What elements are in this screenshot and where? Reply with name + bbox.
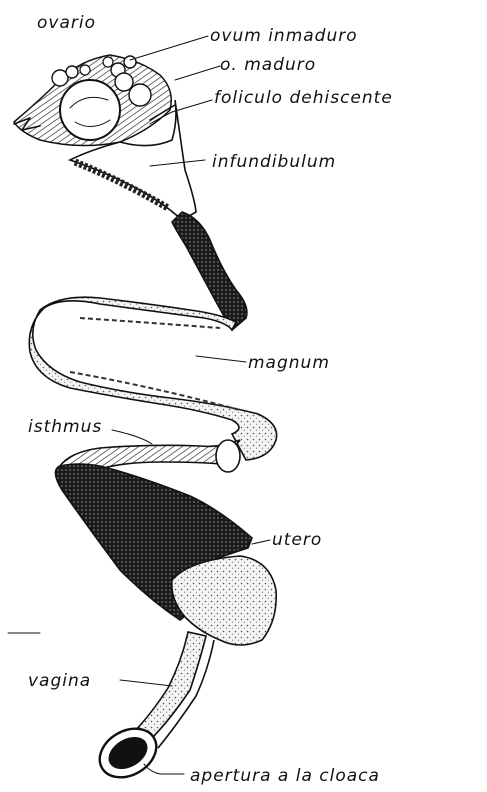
immature-ovum (129, 84, 151, 106)
label-ovum-inmaduro: ovum inmaduro (210, 26, 358, 46)
immature-ovum (115, 73, 133, 91)
immature-ovum (80, 65, 90, 75)
label-ovario: ovario (37, 13, 96, 33)
label-vagina: vagina (28, 671, 91, 691)
label-infundibulum: infundibulum (212, 152, 336, 172)
label-apertura-cloaca: apertura a la cloaca (190, 766, 380, 786)
label-isthmus: isthmus (28, 417, 102, 437)
label-o-maduro: o. maduro (220, 55, 316, 75)
immature-ovum (124, 56, 136, 68)
label-utero: utero (272, 530, 322, 550)
label-foliculo-dehiscente: foliculo dehiscente (214, 88, 393, 108)
immature-ovum (103, 57, 113, 67)
mature-ovum (60, 80, 120, 140)
immature-ovum (66, 66, 78, 78)
ovary (14, 55, 175, 146)
label-magnum: magnum (248, 353, 330, 373)
